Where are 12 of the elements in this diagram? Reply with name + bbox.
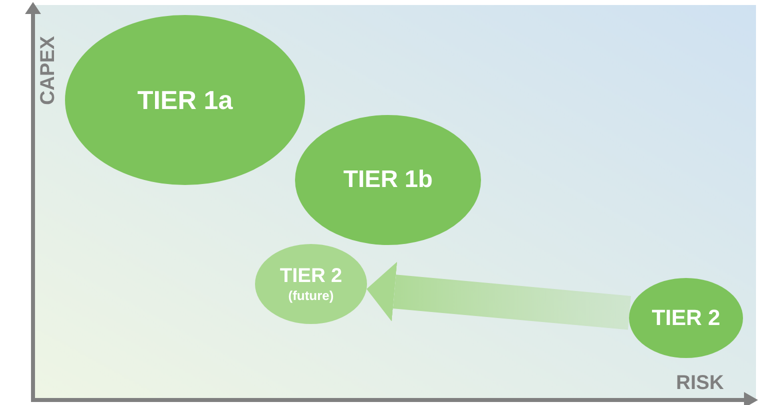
ellipse (65, 15, 305, 185)
ellipse (629, 278, 743, 358)
tier-note: (future) (288, 288, 334, 303)
axis-label: RISK (676, 372, 724, 395)
wide-arrow (366, 262, 631, 330)
ellipse (255, 244, 367, 324)
tier-label: TIER 2 (652, 305, 720, 331)
tier-label: TIER 1b (343, 166, 433, 194)
axis-label: CAPEX (37, 36, 60, 105)
tier-label: TIER 1a (137, 84, 233, 116)
tier-label: TIER 2 (280, 265, 342, 288)
ellipse (295, 115, 481, 245)
